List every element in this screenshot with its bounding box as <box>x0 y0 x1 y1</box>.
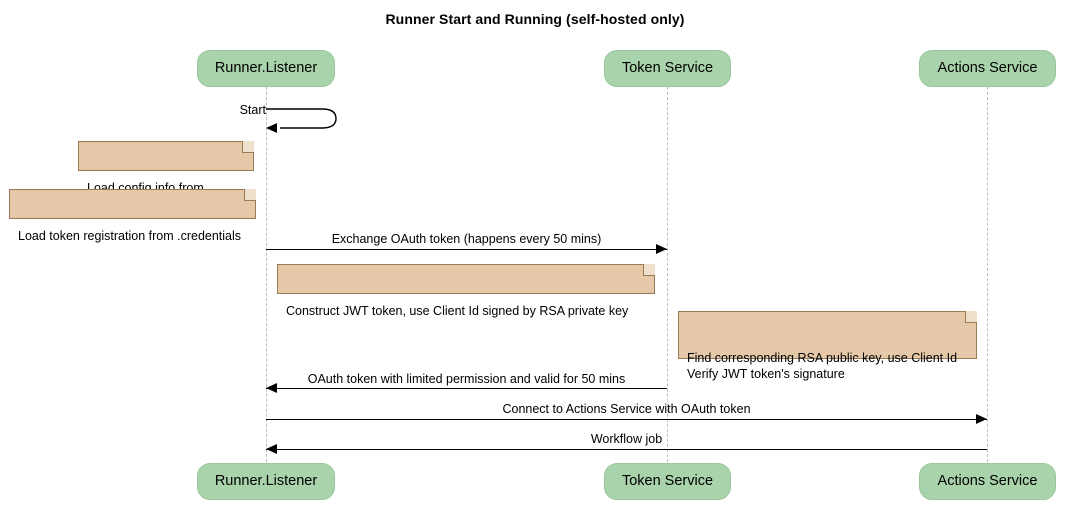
message-line-exchange-oauth-token <box>266 249 667 250</box>
actor-head-token[interactable]: Token Service <box>604 50 731 87</box>
actor-label: Runner.Listener <box>214 60 318 76</box>
arrowhead-workflow-job <box>266 444 277 454</box>
arrowhead-connect-actions-service <box>976 414 987 424</box>
actor-label: Actions Service <box>937 60 1038 76</box>
self-message-start <box>266 104 346 134</box>
actor-label: Runner.Listener <box>214 473 318 489</box>
actor-head-runner[interactable]: Runner.Listener <box>197 50 335 87</box>
actor-head-actions[interactable]: Actions Service <box>919 50 1056 87</box>
actor-foot-token[interactable]: Token Service <box>604 463 731 500</box>
page-title: Runner Start and Running (self-hosted on… <box>385 11 685 27</box>
lifeline-runner <box>266 87 267 462</box>
arrowhead-exchange-oauth-token <box>656 244 667 254</box>
lifeline-token <box>667 87 668 462</box>
message-label-workflow-job: Workflow job <box>590 432 663 446</box>
note-load-token-registration: Load token registration from .credential… <box>9 189 256 243</box>
lifeline-actions <box>987 87 988 462</box>
arrowhead-start <box>266 123 277 133</box>
actor-foot-actions[interactable]: Actions Service <box>919 463 1056 500</box>
note-text: Load token registration from .credential… <box>18 229 242 243</box>
actor-label: Token Service <box>621 60 714 76</box>
message-label-oauth-token-returned: OAuth token with limited permission and … <box>307 372 626 386</box>
message-label-exchange-oauth-token: Exchange OAuth token (happens every 50 m… <box>331 232 602 246</box>
message-label-connect-actions-service: Connect to Actions Service with OAuth to… <box>502 402 751 416</box>
note-text: Find corresponding RSA public key, use C… <box>687 351 958 381</box>
actor-foot-runner[interactable]: Runner.Listener <box>197 463 335 500</box>
message-line-oauth-token-returned <box>266 388 667 389</box>
message-line-connect-actions-service <box>266 419 987 420</box>
message-line-workflow-job <box>266 449 987 450</box>
note-fold-icon <box>242 141 254 153</box>
note-fold-icon <box>244 189 256 201</box>
note-fold-icon <box>643 264 655 276</box>
actor-label: Actions Service <box>937 473 1038 489</box>
note-construct-jwt-token: Construct JWT token, use Client Id signe… <box>277 264 655 318</box>
note-fold-icon <box>965 311 977 323</box>
note-verify-jwt-signature: Find corresponding RSA public key, use C… <box>678 311 977 381</box>
actor-label: Token Service <box>621 473 714 489</box>
note-text: Construct JWT token, use Client Id signe… <box>286 304 629 318</box>
message-label-start: Start <box>239 103 266 117</box>
arrowhead-oauth-token-returned <box>266 383 277 393</box>
note-load-config: Load config info from .runner <box>78 141 254 211</box>
